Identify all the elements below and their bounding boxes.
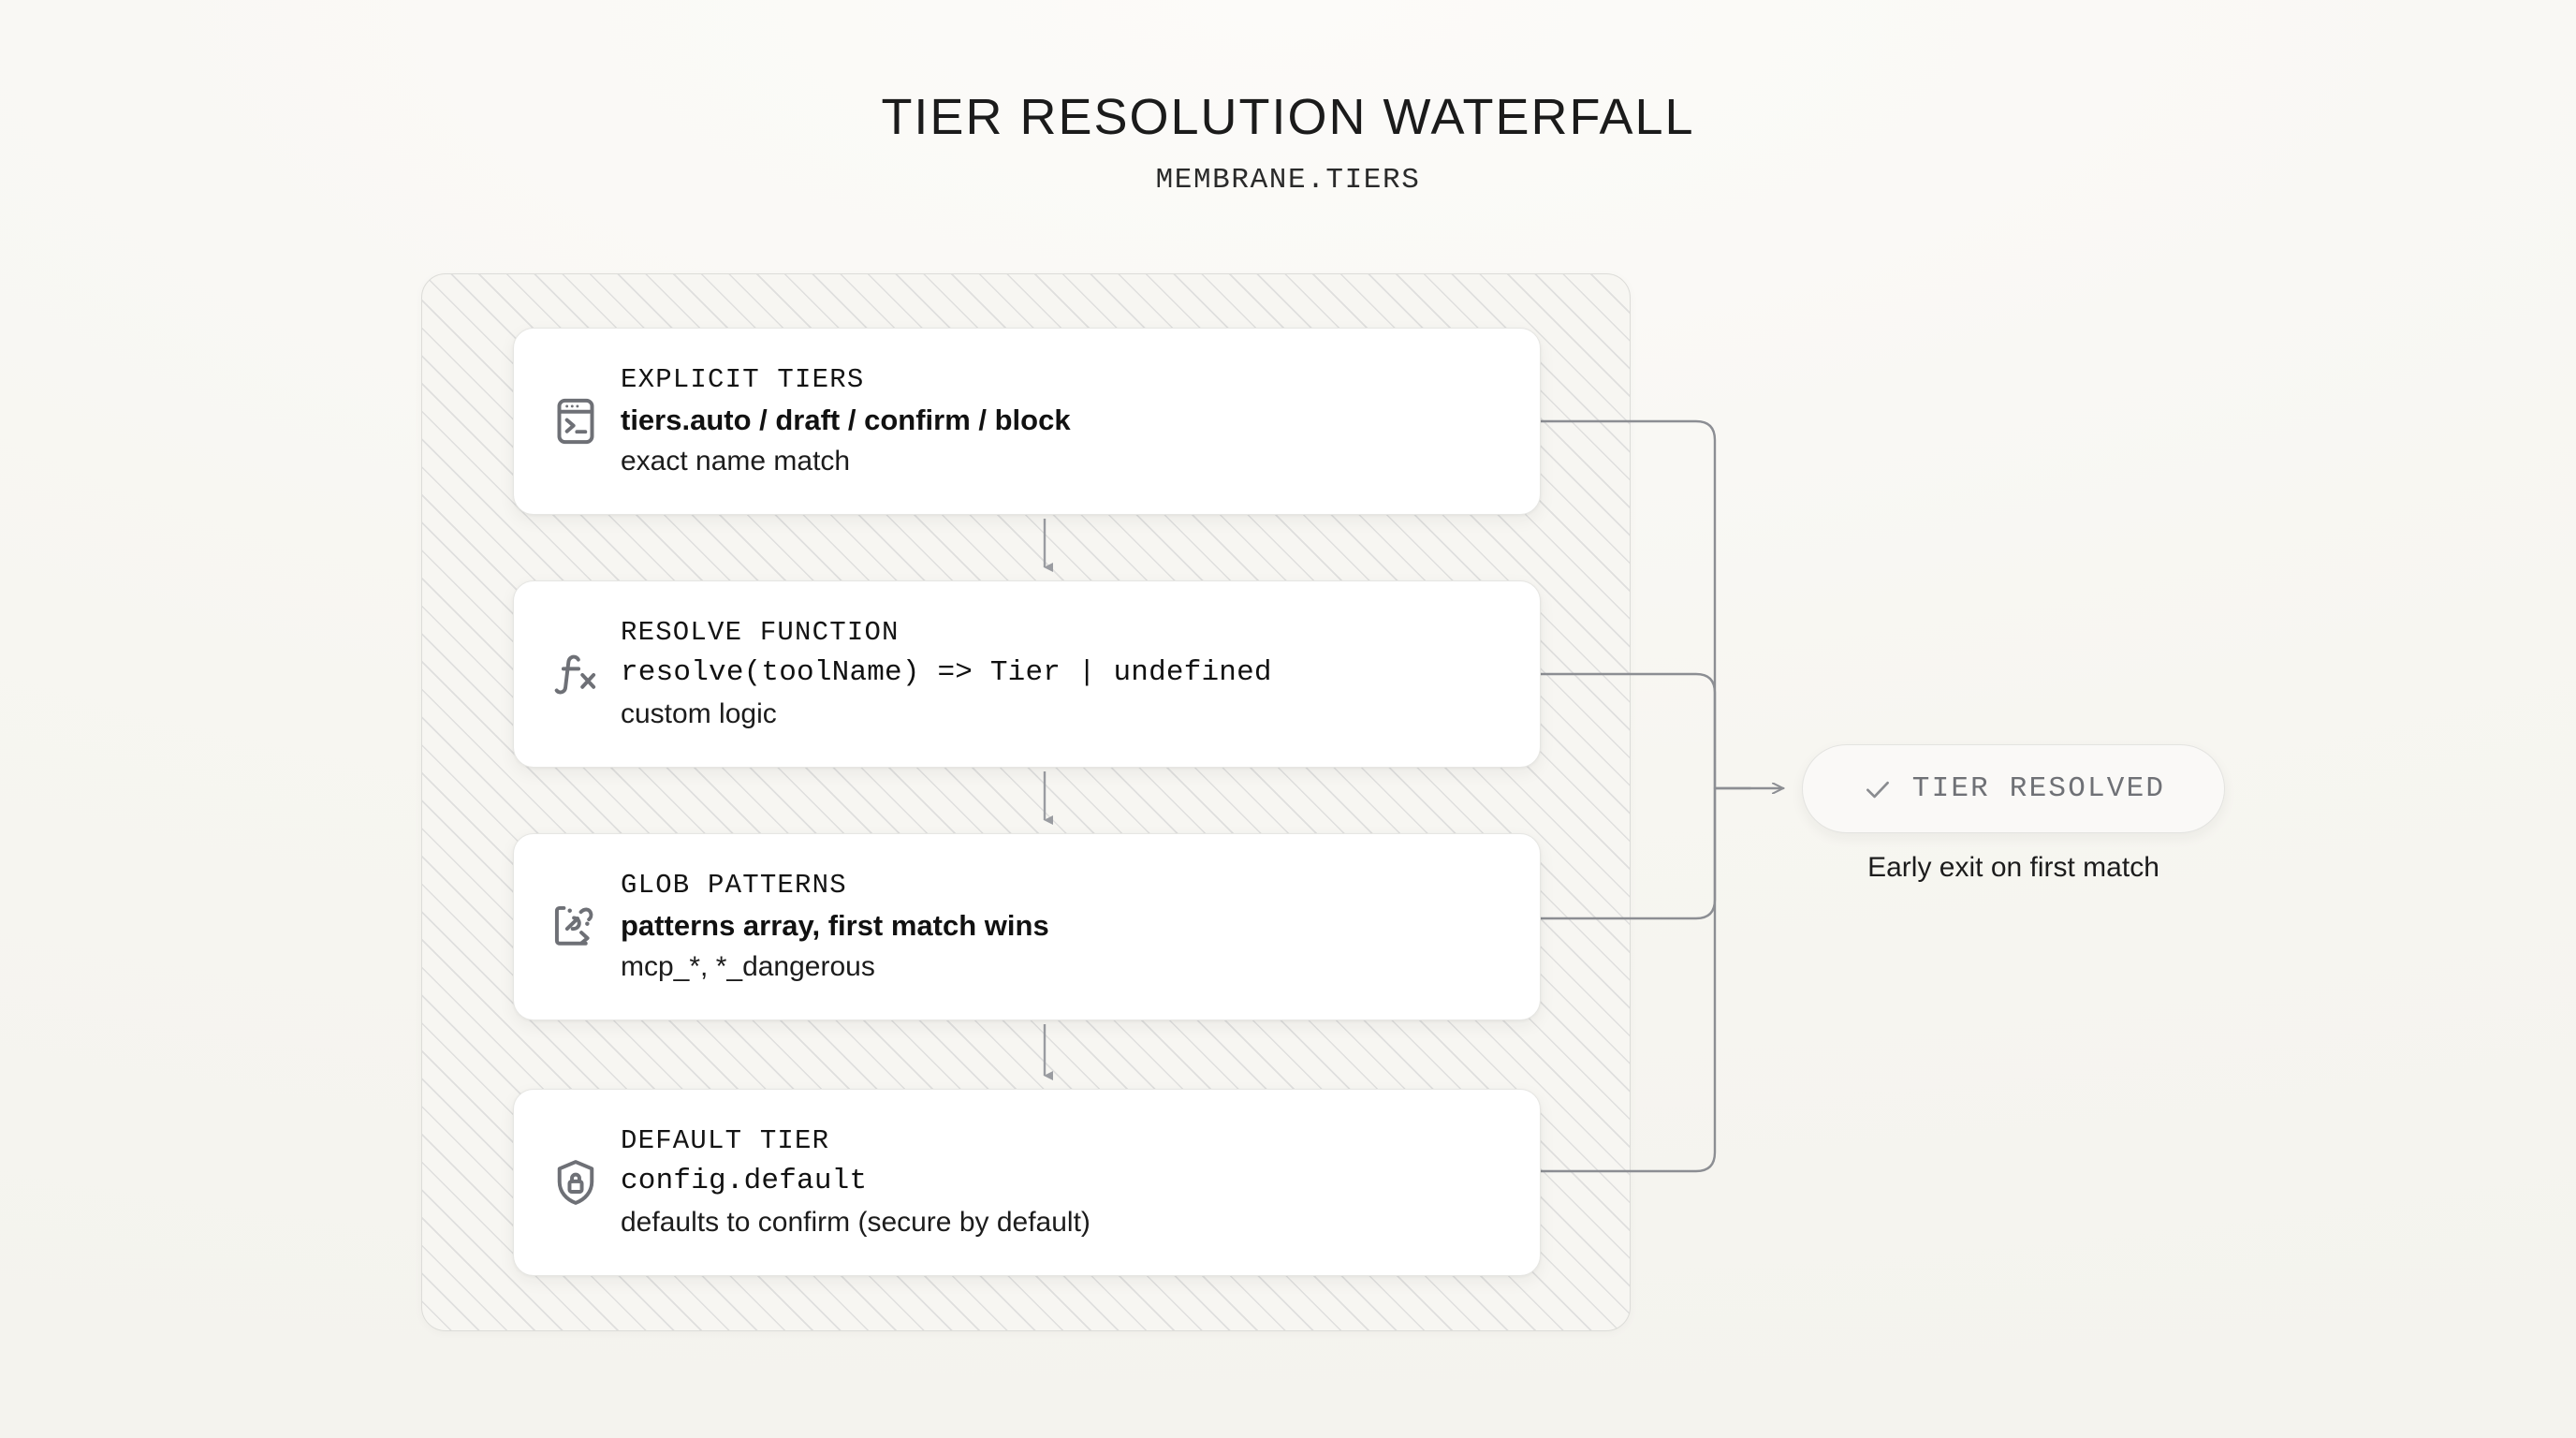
terminal-icon	[546, 391, 606, 451]
card-body: RESOLVE FUNCTION resolve(toolName) => Ti…	[621, 615, 1272, 733]
header: TIER RESOLUTION WATERFALL MEMBRANE.TIERS	[0, 89, 2576, 198]
card-body: EXPLICIT TIERS tiers.auto / draft / conf…	[621, 362, 1071, 480]
status-badge-tier-resolved[interactable]: TIER RESOLVED	[1802, 744, 2225, 833]
status-badge-label: TIER RESOLVED	[1911, 772, 2166, 805]
card-label: DEFAULT TIER	[621, 1125, 830, 1156]
card-label: RESOLVE FUNCTION	[621, 617, 900, 648]
function-fx-icon	[546, 644, 606, 704]
step-card-resolve-function[interactable]: RESOLVE FUNCTION resolve(toolName) => Ti…	[513, 580, 1541, 768]
page-title: TIER RESOLUTION WATERFALL	[881, 89, 1695, 145]
step-card-explicit-tiers[interactable]: EXPLICIT TIERS tiers.auto / draft / conf…	[513, 328, 1541, 515]
card-caption: defaults to confirm (secure by default)	[621, 1206, 1090, 1238]
wildcard-pattern-icon	[546, 897, 606, 957]
card-value: resolve(toolName) => Tier | undefined	[621, 656, 1272, 690]
shield-lock-icon	[546, 1152, 606, 1212]
card-caption: exact name match	[621, 445, 851, 477]
card-label: EXPLICIT TIERS	[621, 364, 865, 395]
step-card-default-tier[interactable]: DEFAULT TIER config.default defaults to …	[513, 1089, 1541, 1276]
result-note: Early exit on first match	[1867, 852, 2159, 883]
card-value: config.default	[621, 1165, 868, 1198]
card-body: DEFAULT TIER config.default defaults to …	[621, 1123, 1090, 1241]
card-caption: mcp_*, *_dangerous	[621, 950, 875, 982]
step-card-glob-patterns[interactable]: GLOB PATTERNS patterns array, first matc…	[513, 833, 1541, 1020]
card-caption: custom logic	[621, 697, 777, 729]
card-value: tiers.auto / draft / confirm / block	[621, 404, 1071, 437]
page-subtitle: MEMBRANE.TIERS	[1155, 164, 1421, 198]
card-label: GLOB PATTERNS	[621, 870, 847, 901]
card-body: GLOB PATTERNS patterns array, first matc…	[621, 868, 1049, 986]
check-icon	[1862, 773, 1894, 805]
card-value: patterns array, first match wins	[621, 909, 1049, 943]
